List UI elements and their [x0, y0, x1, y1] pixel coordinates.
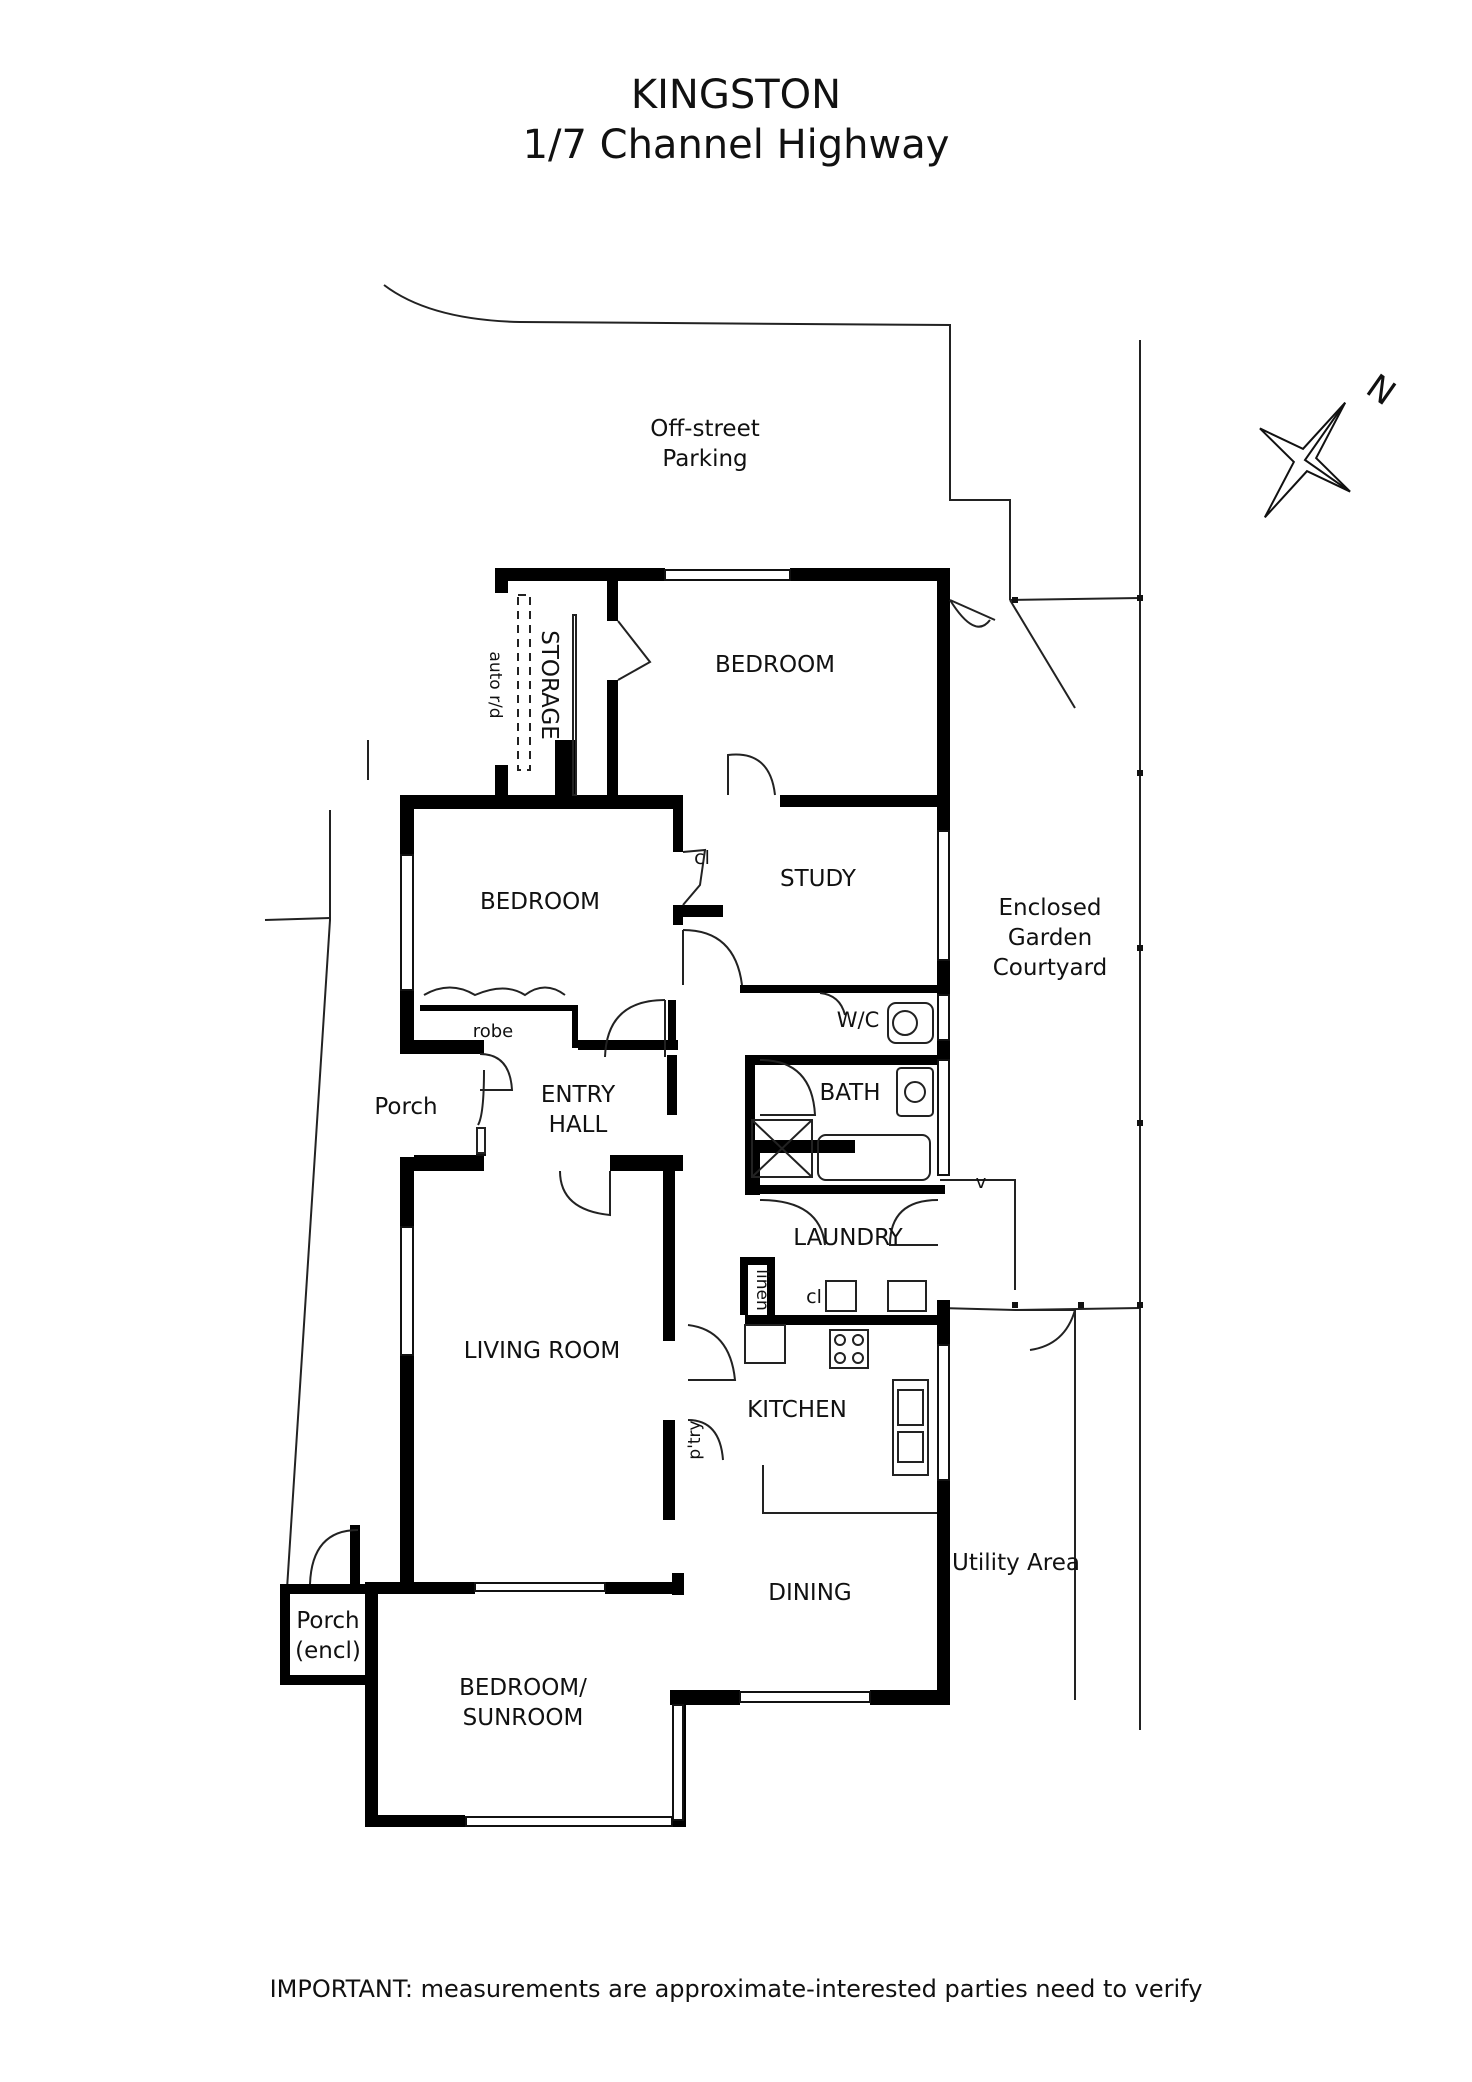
fixtures	[423, 594, 937, 1514]
label-porch: Porch	[374, 1094, 437, 1120]
label-cl-study: cl	[694, 847, 710, 869]
internal-walls	[414, 581, 945, 1595]
label-sunroom-2: SUNROOM	[463, 1705, 584, 1731]
label-entry-2: HALL	[549, 1112, 608, 1138]
label-porch-encl-1: Porch	[296, 1608, 359, 1634]
disclaimer-text: IMPORTANT: measurements are approximate-…	[269, 1975, 1203, 2003]
label-garden-2: Garden	[1008, 925, 1092, 951]
fence-posts	[1012, 595, 1143, 1308]
label-robe: robe	[473, 1021, 514, 1042]
label-garden-3: Courtyard	[993, 955, 1108, 981]
label-wc: W/C	[837, 1008, 880, 1032]
label-auto-rd: auto r/d	[485, 651, 505, 718]
label-parking-2: Parking	[662, 446, 747, 472]
label-bedroom-top: BEDROOM	[715, 652, 835, 678]
label-kitchen: KITCHEN	[747, 1397, 847, 1423]
label-pantry: p'try	[685, 1420, 705, 1459]
north-arrow-icon	[1259, 401, 1351, 519]
label-dining: DINING	[768, 1580, 852, 1606]
label-cl-laundry: cl	[806, 1286, 822, 1308]
label-study: STUDY	[780, 866, 857, 892]
entry-door	[476, 1069, 486, 1154]
doors	[309, 599, 1077, 1585]
plan-title-address: 1/7 Channel Highway	[522, 122, 950, 168]
site-boundaries	[264, 284, 1141, 1730]
label-living-room: LIVING ROOM	[464, 1338, 621, 1364]
label-storage: STORAGE	[536, 630, 562, 740]
windows	[400, 569, 950, 1827]
label-bedroom-left: BEDROOM	[480, 889, 600, 915]
label-utility-area: Utility Area	[952, 1550, 1080, 1576]
label-sunroom-1: BEDROOM/	[459, 1675, 587, 1701]
north-label: N	[1359, 367, 1403, 414]
room-labels: Off-street Parking BEDROOM STORAGE auto …	[295, 416, 1107, 1731]
label-v: v	[976, 1172, 987, 1193]
label-bath: BATH	[819, 1080, 880, 1106]
label-garden-1: Enclosed	[999, 895, 1102, 921]
plan-title-suburb: KINGSTON	[630, 72, 842, 118]
label-entry-1: ENTRY	[541, 1082, 616, 1108]
label-porch-encl-2: (encl)	[295, 1638, 361, 1664]
label-laundry: LAUNDRY	[793, 1225, 903, 1251]
label-linen: linen	[752, 1269, 772, 1310]
external-walls	[280, 568, 950, 1827]
label-parking-1: Off-street	[650, 416, 760, 442]
